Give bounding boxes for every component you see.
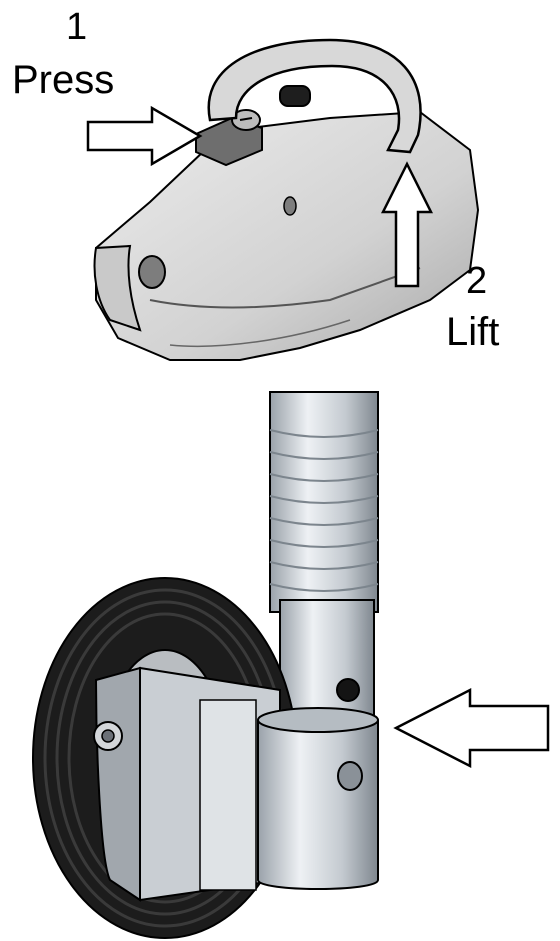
arrow-right-icon — [86, 105, 203, 167]
arrow-left-icon — [393, 687, 550, 769]
step1-label: Press — [12, 58, 115, 102]
coupling-housing — [93, 85, 480, 361]
lift-handle — [207, 38, 422, 154]
jockey-wheel-illustration — [32, 391, 379, 939]
step2-label: Lift — [446, 310, 500, 354]
step1-number: 1 — [66, 6, 88, 48]
arrow-up-icon — [380, 161, 434, 288]
step2-number: 2 — [466, 260, 488, 302]
